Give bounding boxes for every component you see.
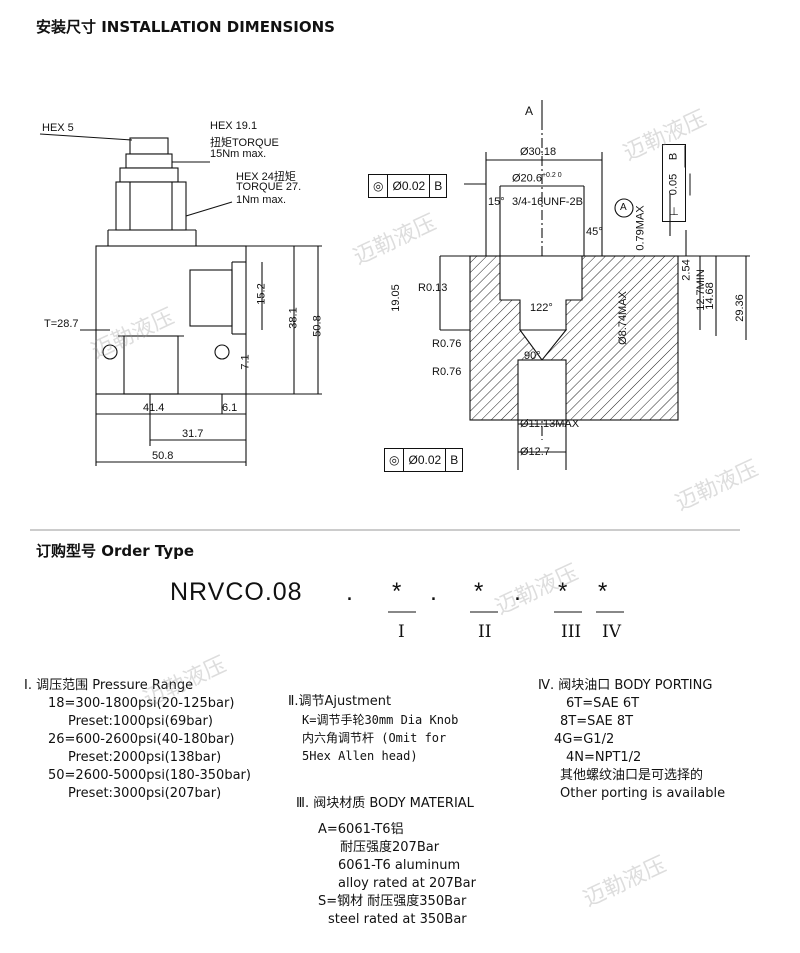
option-heading: Ⅰ. 调压范围 Pressure Range [24, 678, 194, 693]
torque1-value: 15Nm max. [210, 148, 267, 160]
angle-15: 15° [488, 196, 505, 208]
dim-50-8-horizontal: 50.8 [152, 450, 174, 462]
dim-d8-74max: Ø8.74MAX [616, 291, 629, 345]
roman-i: I [398, 622, 405, 642]
option-heading: Ⅱ.调节Ajustment [288, 694, 392, 709]
thread-spec: 3/4-16UNF-2B [512, 196, 583, 208]
order-type-title: 订购型号 Order Type [36, 542, 195, 560]
dim-d12-7: Ø12.7 [520, 446, 550, 458]
roman-iii: III [561, 622, 582, 642]
model-code: NRVCO.08 [170, 578, 303, 606]
option-heading: Ⅳ. 阀块油口 BODY PORTING [538, 678, 713, 693]
option-pressure-range: Ⅰ. 调压范围 Pressure Range 18=300-1800psi(20… [24, 678, 251, 801]
option-heading: Ⅲ. 阀块材质 BODY MATERIAL [296, 796, 474, 811]
dim-2-54: 2.54 [680, 259, 693, 281]
thickness-label: T=28.7 [44, 318, 79, 330]
option-body-material: Ⅲ. 阀块材质 BODY MATERIAL A=6061-T6铝 耐压强度207… [296, 796, 476, 927]
concentricity-icon: ◎ [369, 175, 389, 197]
dim-d20-6: Ø20.6+0.2 0 [512, 172, 562, 185]
dim-7-1: 7.1 [239, 354, 252, 370]
model-dot-1: . [346, 578, 354, 606]
model-star-3: * [558, 578, 568, 605]
model-star-1: * [392, 578, 402, 605]
concentricity-icon: ◎ [385, 449, 405, 471]
model-dot-3: . [514, 578, 522, 606]
angle-122: 122° [530, 302, 553, 314]
hex19-label: HEX 19.1 [210, 120, 258, 132]
radius-0-13: R0.13 [418, 282, 448, 294]
dim-15-2: 15.2 [255, 283, 268, 305]
dim-d30-18: Ø30.18 [520, 146, 557, 158]
model-star-2: * [474, 578, 484, 605]
model-dot-2: . [430, 578, 438, 606]
datum-a-circle-label: A [620, 202, 627, 213]
dim-31-7: 31.7 [182, 428, 204, 440]
hex5-label: HEX 5 [42, 122, 74, 134]
dim-6-1: 6.1 [222, 402, 238, 414]
dim-0-79max: 0.79MAX [634, 205, 647, 251]
dim-d11-13max: Ø11.13MAX [520, 418, 580, 430]
tolerance-frame-top: ◎ Ø0.02 B [368, 174, 448, 198]
view-a-label: A [525, 104, 534, 118]
dim-38-1: 38.1 [287, 307, 300, 329]
radius-0-76-lower: R0.76 [432, 366, 462, 378]
dim-50-8-vertical: 50.8 [311, 315, 324, 337]
option-adjustment: Ⅱ.调节Ajustment K=调节手轮30mm Dia Knob 内六角调节杆… [288, 694, 459, 763]
tolerance-frame-vertical: B 0.05 ⊥ [657, 144, 691, 222]
torque1-cn-label: 扭矩TORQUE [210, 137, 279, 149]
dim-41-4: 41.4 [143, 402, 165, 414]
torque2-value: 1Nm max. [236, 194, 287, 206]
radius-0-76-upper: R0.76 [432, 338, 462, 350]
dim-29-36: 29.36 [733, 294, 746, 322]
hex24-label: HEX 24扭矩 [236, 171, 296, 183]
roman-ii: II [478, 622, 492, 642]
perpendicularity-icon: ⊥ [669, 205, 679, 218]
angle-90: 90° [524, 350, 541, 362]
installation-title: 安装尺寸 INSTALLATION DIMENSIONS [36, 18, 335, 36]
torque2-label: TORQUE 27. [236, 181, 302, 193]
angle-45: 45° [586, 226, 603, 238]
model-star-4: * [598, 578, 608, 605]
option-body-porting: Ⅳ. 阀块油口 BODY PORTING 6T=SAE 6T 8T=SAE 8T… [538, 678, 726, 801]
roman-iv: IV [602, 622, 621, 642]
dim-19-05: 19.05 [389, 284, 402, 312]
tolerance-frame-bottom: ◎ Ø0.02 B [384, 448, 464, 472]
dim-14-68: 14.68 [703, 282, 716, 310]
